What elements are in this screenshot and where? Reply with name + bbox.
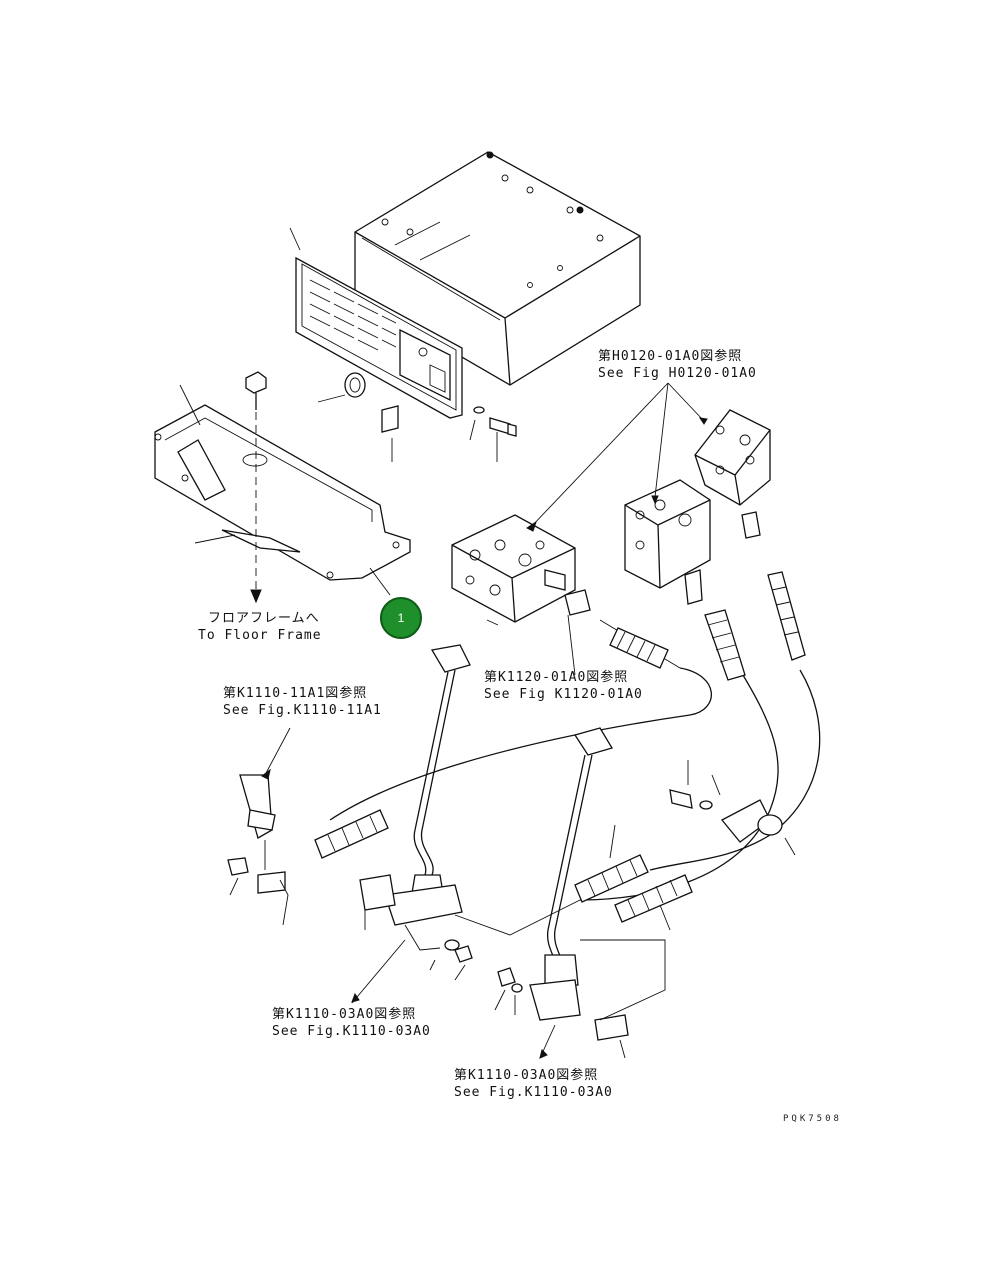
grille-fasteners <box>317 372 517 462</box>
console-box <box>354 151 641 386</box>
control-cables <box>329 619 821 901</box>
right-bracket-parts <box>609 760 796 931</box>
callout-1-badge[interactable]: 1 <box>380 597 422 639</box>
valve-center <box>451 514 591 626</box>
ref-k1110-03-bottom-en: See Fig.K1110-03A0 <box>454 1085 613 1100</box>
left-bracket-parts <box>227 774 289 926</box>
ref-h0120-en: See Fig H0120-01A0 <box>598 366 757 381</box>
bellows-boots <box>314 571 806 923</box>
valve-middle <box>624 479 711 605</box>
grille-panel <box>295 256 463 419</box>
ref-k1120-jp: 第K1120-01A0図参照 <box>484 670 629 685</box>
ref-k1110-03-bottom-jp: 第K1110-03A0図参照 <box>454 1068 599 1083</box>
reference-leaders <box>526 382 708 676</box>
ref-k1110-03-left-en: See Fig.K1110-03A0 <box>272 1024 431 1039</box>
lever-right <box>497 727 629 1041</box>
ref-h0120-jp: 第H0120-01A0図参照 <box>598 349 743 364</box>
lever-left <box>359 644 473 963</box>
floor-bolt <box>245 371 267 604</box>
floor-plate <box>154 384 411 596</box>
ref-k1110-11-en: See Fig.K1110-11A1 <box>223 703 382 718</box>
floor-frame-label-en: To Floor Frame <box>198 628 322 643</box>
ref-k1110-11-jp: 第K1110-11A1図参照 <box>223 686 368 701</box>
valve-right <box>694 409 771 539</box>
floor-frame-label-jp: フロアフレームへ <box>208 611 320 626</box>
drawing-code: PQK7508 <box>783 1114 842 1124</box>
ref-k1110-03-left-jp: 第K1110-03A0図参照 <box>272 1007 417 1022</box>
reference-connectors <box>261 727 666 1059</box>
ref-k1120-en: See Fig K1120-01A0 <box>484 687 643 702</box>
